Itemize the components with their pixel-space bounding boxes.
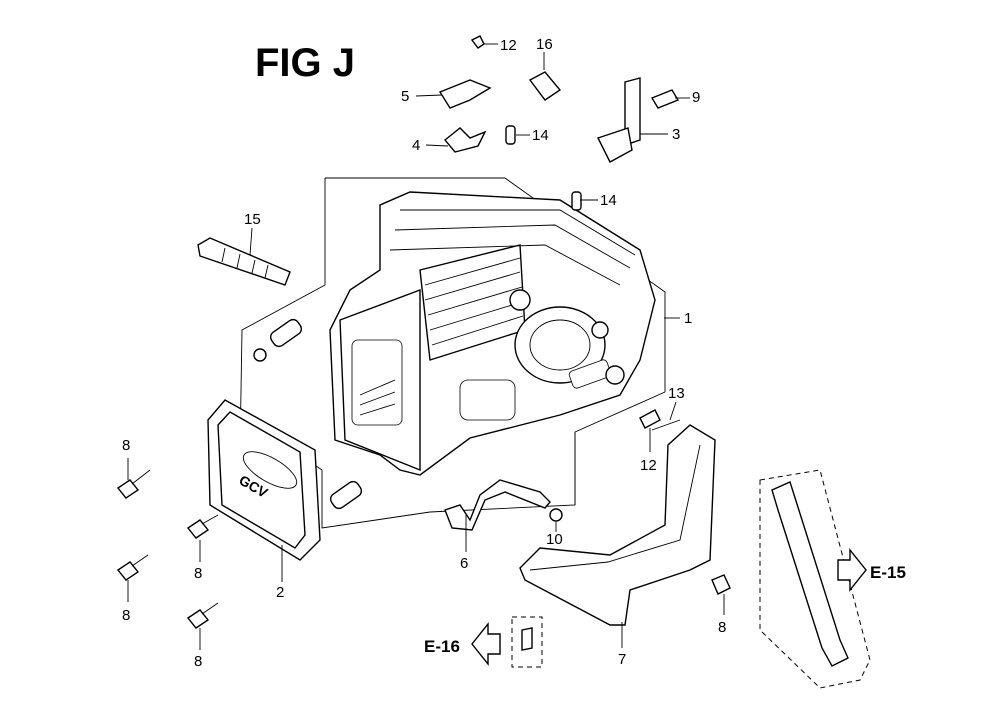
figure-title: FIG J (255, 41, 355, 85)
baffle-shroud (519, 424, 716, 626)
dowel-pin-icon (269, 318, 303, 348)
callout-12: 12 (500, 37, 517, 54)
dowel-pin-icon (329, 480, 363, 510)
group-boundary (239, 177, 666, 529)
arrow-right-icon (837, 548, 867, 592)
bolt-icon (186, 514, 219, 539)
leader-lines (127, 43, 725, 650)
breather-tube (444, 479, 551, 531)
callout-8a: 8 (122, 437, 130, 454)
bracket-icon (444, 127, 487, 153)
bolt-icon (521, 627, 533, 651)
callout-6: 6 (460, 555, 468, 572)
cylinder-assembly (329, 191, 656, 476)
washer-icon (549, 508, 563, 522)
callout-16: 16 (536, 36, 553, 53)
pin-icon (571, 191, 582, 211)
bolt-icon (116, 554, 149, 581)
spark-plug (197, 237, 291, 286)
callout-9: 9 (692, 89, 700, 106)
ref-e15[interactable]: E-15 (870, 563, 906, 582)
callout-5: 5 (401, 88, 409, 105)
bolt-icon (116, 469, 151, 499)
tube-part (771, 481, 849, 667)
callout-4: 4 (412, 137, 420, 154)
clip-icon (528, 71, 562, 101)
callout-15: 15 (244, 211, 261, 228)
callout-13: 13 (668, 385, 685, 402)
screw-icon (470, 35, 485, 49)
lever-arm-icon (597, 127, 633, 163)
stud-icon (651, 419, 681, 431)
callout-8c: 8 (122, 607, 130, 624)
ref-e16[interactable]: E-16 (424, 637, 460, 656)
bolt-icon (186, 602, 219, 629)
nut-icon (639, 409, 661, 429)
callout-8d: 8 (194, 653, 202, 670)
callout-1: 1 (684, 310, 692, 327)
callout-11: 12 (640, 457, 657, 474)
callout-8b: 8 (194, 565, 202, 582)
callout-3: 3 (672, 126, 680, 143)
bolt-icon (650, 89, 680, 109)
head-cover: GCV (207, 399, 321, 561)
callout-14-mid: 14 (600, 192, 617, 209)
callout-14-top: 14 (532, 127, 549, 144)
callout-10: 10 (546, 531, 563, 548)
callout-2: 2 (276, 584, 284, 601)
washer-icon (253, 348, 267, 362)
callout-7: 7 (618, 651, 626, 668)
bolt-icon (711, 574, 731, 595)
ref-part-box (511, 616, 543, 668)
arrow-left-icon (471, 622, 501, 666)
pin-icon (505, 125, 516, 145)
callout-8e: 8 (718, 619, 726, 636)
plate-icon (438, 79, 492, 109)
tube-boundary (759, 469, 871, 689)
